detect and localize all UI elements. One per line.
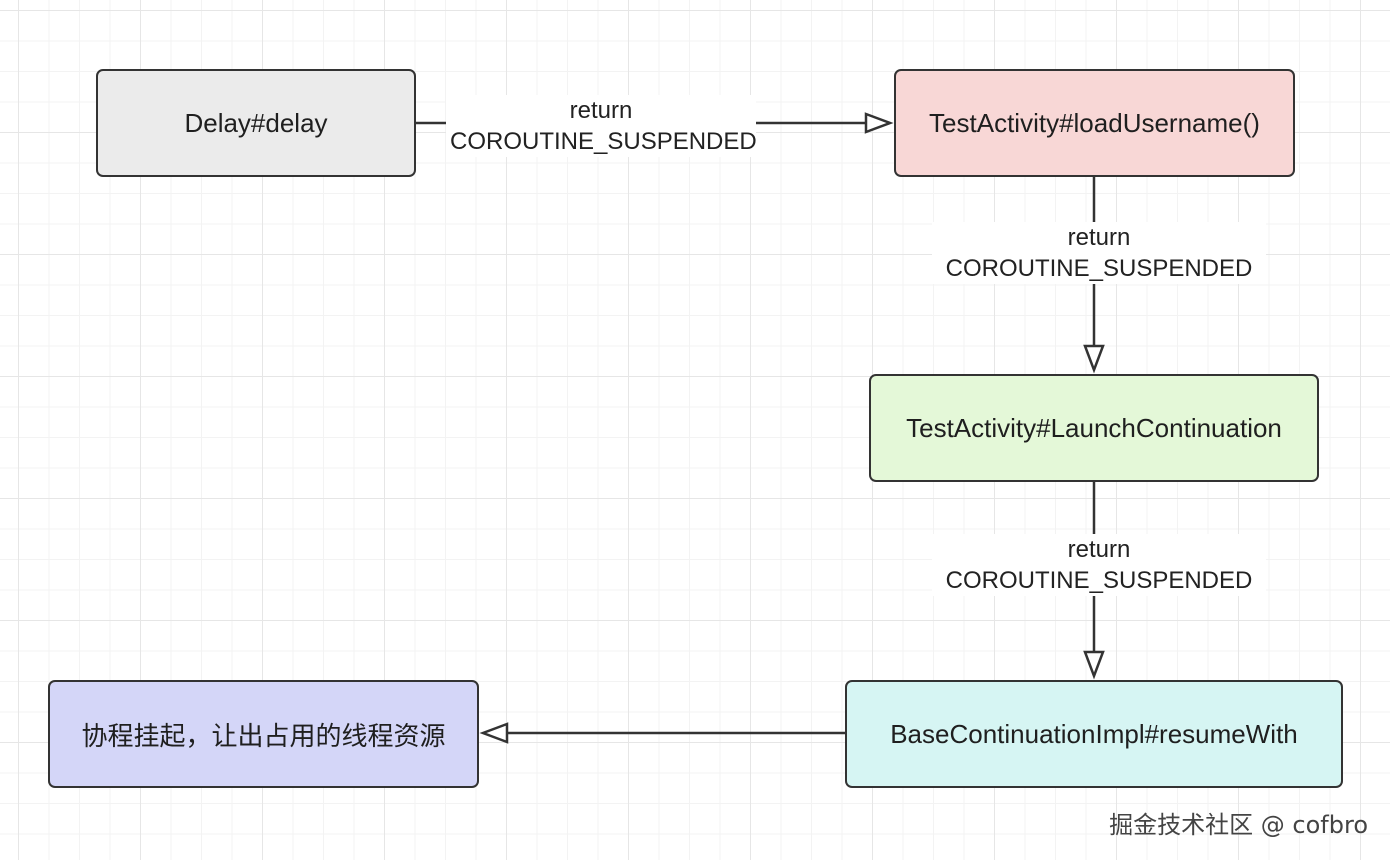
arrowhead-1 [864, 112, 894, 134]
arrowhead-3 [1083, 650, 1105, 680]
watermark: 掘金技术社区 @ cofbro [1109, 811, 1368, 839]
node-coroutine-suspended[interactable]: 协程挂起，让出占用的线程资源 [48, 680, 479, 788]
node-delay[interactable]: Delay#delay [96, 69, 416, 177]
edge-label-1-line1: return [569, 97, 633, 124]
edge-label-2-line2: COROUTINE_SUSPENDED [945, 255, 1253, 282]
node-launch-continuation-label: TestActivity#LaunchContinuation [906, 412, 1282, 443]
node-delay-label: Delay#delay [184, 107, 328, 138]
arrowhead-4 [479, 722, 509, 744]
node-load-username[interactable]: TestActivity#loadUsername() [894, 69, 1295, 177]
node-load-username-label: TestActivity#loadUsername() [929, 107, 1260, 138]
arrowhead-2 [1083, 344, 1105, 374]
edge-label-3-line2: COROUTINE_SUSPENDED [945, 567, 1253, 594]
node-coroutine-suspended-label: 协程挂起，让出占用的线程资源 [81, 721, 446, 752]
edge-label-3-line1: return [1067, 536, 1131, 563]
node-resume-with-label: BaseContinuationImpl#resumeWith [890, 718, 1298, 749]
edge-label-1-line2: COROUTINE_SUSPENDED [450, 128, 757, 155]
edge-label-3: return COROUTINE_SUSPENDED [932, 534, 1266, 596]
edge-label-2: return COROUTINE_SUSPENDED [932, 222, 1266, 284]
edge-label-2-line1: return [1067, 224, 1131, 251]
edge-label-1: return COROUTINE_SUSPENDED [446, 95, 757, 157]
node-resume-with[interactable]: BaseContinuationImpl#resumeWith [845, 680, 1343, 788]
node-launch-continuation[interactable]: TestActivity#LaunchContinuation [869, 374, 1319, 482]
